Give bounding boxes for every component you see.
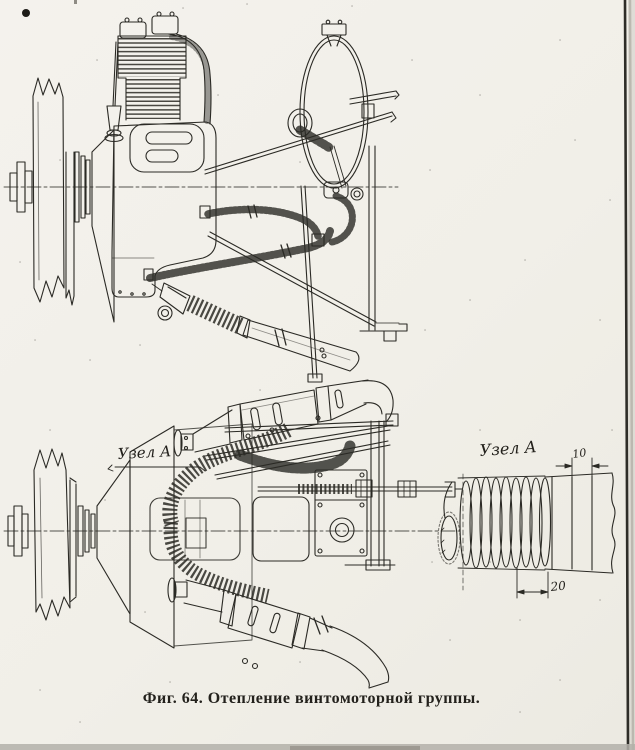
- detail-corrugations: [457, 473, 552, 591]
- plan-engine-body: [149, 423, 253, 647]
- exhaust-heat-pipe: [151, 282, 360, 372]
- gearbox-flange: [314, 469, 368, 557]
- propeller-hub: [9, 161, 33, 213]
- finned-cylinder: [117, 35, 187, 121]
- accessory-box: [252, 496, 310, 562]
- crankcase: [111, 121, 217, 298]
- plan-disk-stack: [77, 505, 96, 557]
- mount-frame-tubes: [204, 90, 408, 383]
- plan-nose-cone: [96, 459, 131, 615]
- figure-caption: Фиг. 64. Отепление винтомоторной группы.: [142, 690, 481, 707]
- detail-a-label-detail: Узел А: [479, 437, 537, 460]
- pushrod: [104, 41, 124, 143]
- control-shaft: [257, 479, 463, 498]
- detail-a-leader: [107, 464, 206, 472]
- rocker-covers: [119, 11, 179, 39]
- nose-cone: [91, 129, 115, 323]
- page-gutter-line: [623, 0, 630, 750]
- plan-view-drawing: [3, 379, 463, 689]
- dimension-10-label: 10: [572, 446, 588, 461]
- ink-spot: [22, 9, 30, 17]
- plan-mount-frame: [204, 413, 399, 571]
- dimension-20-label: 20: [549, 578, 567, 594]
- top-view-drawing: [3, 11, 408, 383]
- cowl-ring: [287, 19, 375, 201]
- upper-muffler: [173, 379, 394, 457]
- paper-speckles: [19, 3, 613, 723]
- heater-hoses: [143, 145, 356, 282]
- corrugated-ducts: [162, 423, 356, 603]
- hub-disk-stack: [74, 151, 91, 223]
- plan-front-housing: [129, 425, 175, 649]
- detail-dimension-20: [516, 567, 549, 599]
- detail-hose-end: [437, 481, 461, 565]
- detail-smooth-section: [544, 472, 616, 574]
- propeller-blade: [32, 77, 75, 306]
- detail-a-label-plan: Узел А: [117, 442, 171, 463]
- plan-propeller-blade: [33, 448, 77, 621]
- detail-a-drawing: [437, 457, 616, 599]
- plan-propeller-hub: [7, 505, 29, 557]
- intake-duct: [167, 33, 212, 125]
- lower-muffler: [167, 577, 390, 689]
- detail-dimension-10: [555, 457, 609, 478]
